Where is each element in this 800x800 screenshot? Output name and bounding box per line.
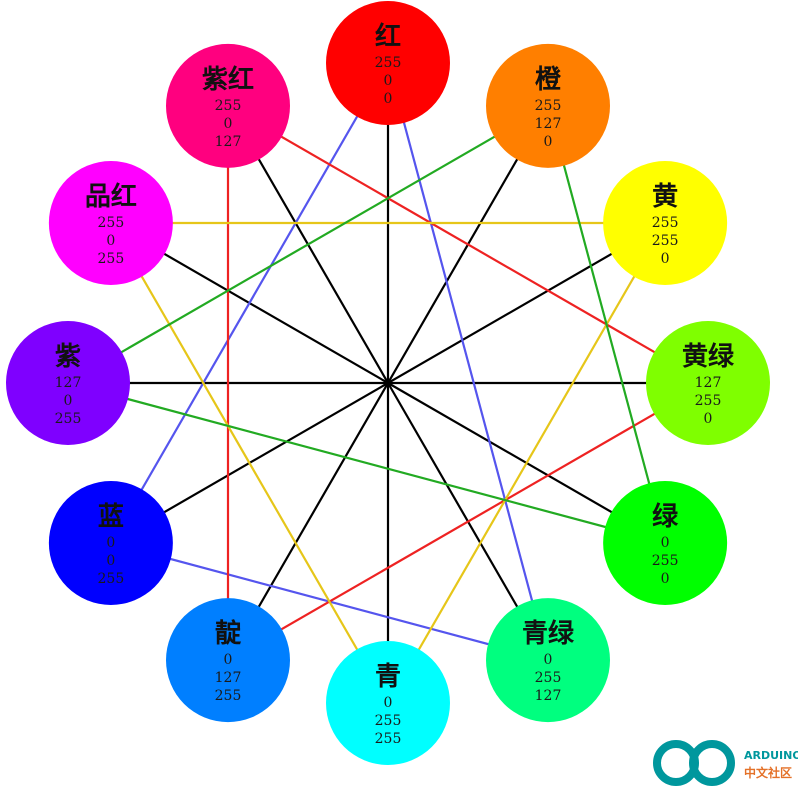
rgb-b-value: 0: [661, 251, 670, 267]
connection-line: [546, 105, 667, 544]
color-node: 蓝 0 0 255: [48, 481, 173, 605]
connection-line: [67, 104, 549, 384]
color-node: 青 0 255 255: [326, 641, 450, 765]
rgb-b-value: 255: [55, 411, 82, 427]
connection-line: [387, 222, 667, 704]
logo-subtitle-text: 中文社区: [744, 765, 792, 780]
color-name-label: 绿: [652, 502, 679, 532]
rgb-b-value: 0: [544, 134, 553, 150]
rgb-b-value: 0: [384, 91, 393, 107]
color-circle: [646, 321, 770, 445]
infinity-icon: [653, 740, 735, 786]
rgb-b-value: 127: [535, 688, 562, 704]
color-circle: [48, 161, 173, 285]
color-node: 紫 127 0 255: [6, 321, 130, 445]
rgb-g-value: 127: [215, 670, 242, 686]
color-name-label: 黄绿: [682, 342, 735, 372]
rgb-r-value: 0: [661, 535, 670, 551]
rgb-b-value: 0: [661, 571, 670, 587]
rgb-r-value: 0: [106, 535, 115, 551]
color-node: 青绿 0 255 127: [486, 598, 610, 723]
rgb-r-value: 0: [384, 695, 393, 711]
connection-line: [67, 381, 666, 545]
rgb-r-value: 255: [535, 98, 562, 114]
rgb-b-value: 127: [215, 134, 242, 150]
rgb-r-value: 127: [695, 375, 722, 391]
color-circle: [6, 321, 130, 445]
rgb-g-value: 255: [652, 553, 679, 569]
color-name-label: 红: [375, 21, 401, 52]
center-spokes: [68, 63, 708, 703]
rgb-g-value: 255: [652, 233, 679, 249]
triad-connections: [67, 62, 709, 704]
connection-line: [109, 222, 389, 704]
color-circle: [48, 481, 173, 605]
rgb-b-value: 255: [98, 571, 125, 587]
color-name-label: 品红: [85, 181, 137, 212]
rgb-r-value: 0: [224, 652, 233, 668]
rgb-b-value: 255: [375, 731, 402, 747]
rgb-r-value: 255: [652, 215, 679, 231]
connection-line: [227, 382, 709, 662]
color-name-label: 青: [375, 662, 401, 692]
rgb-g-value: 0: [106, 233, 115, 249]
color-name-label: 橙: [535, 65, 562, 95]
color-nodes: 红 255 0 0 橙 255 127 0 黄 255 255 0 黄绿 127 255 0 绿 0 255 0 青绿 0…: [6, 1, 770, 765]
color-circle: [326, 641, 450, 765]
color-node: 橙 255 127 0: [486, 43, 610, 168]
color-name-label: 蓝: [98, 502, 124, 532]
color-node: 靛 0 127 255: [166, 598, 290, 723]
connection-line: [386, 62, 550, 661]
rgb-g-value: 0: [64, 393, 73, 409]
rgb-g-value: 255: [375, 713, 402, 729]
arduino-logo: ARDUINO 中文社区: [648, 733, 800, 795]
rgb-g-value: 0: [224, 116, 233, 132]
color-node: 品红 255 0 255: [48, 161, 173, 285]
rgb-r-value: 127: [55, 375, 82, 391]
rgb-r-value: 0: [544, 652, 553, 668]
color-name-label: 紫: [55, 342, 81, 372]
rgb-g-value: 127: [535, 116, 562, 132]
color-circle: [603, 161, 728, 285]
color-node: 紫红 255 0 127: [166, 43, 290, 168]
color-node: 绿 0 255 0: [603, 481, 728, 605]
rgb-r-value: 255: [215, 98, 242, 114]
color-name-label: 青绿: [522, 619, 575, 649]
logo-brand-text: ARDUINO: [744, 749, 798, 762]
color-circle: [603, 481, 728, 605]
color-name-label: 紫红: [202, 64, 254, 95]
connection-line: [109, 62, 389, 544]
color-circle: [486, 598, 610, 723]
connection-line: [227, 104, 709, 384]
rgb-g-value: 0: [384, 73, 393, 89]
rgb-b-value: 255: [215, 688, 242, 704]
color-circle: [166, 598, 290, 723]
rgb-b-value: 255: [98, 251, 125, 267]
color-node: 红 255 0 0: [326, 1, 450, 125]
rgb-r-value: 255: [375, 55, 402, 71]
color-name-label: 靛: [215, 618, 242, 649]
color-circle: [326, 1, 450, 125]
color-node: 黄绿 127 255 0: [646, 321, 770, 445]
color-circle: [486, 43, 610, 168]
color-name-label: 黄: [652, 182, 678, 212]
rgb-g-value: 255: [535, 670, 562, 686]
rgb-g-value: 0: [106, 553, 115, 569]
rgb-g-value: 255: [695, 393, 722, 409]
rgb-r-value: 255: [98, 215, 125, 231]
rgb-b-value: 0: [704, 411, 713, 427]
color-node: 黄 255 255 0: [603, 161, 728, 285]
color-circle: [166, 43, 290, 168]
